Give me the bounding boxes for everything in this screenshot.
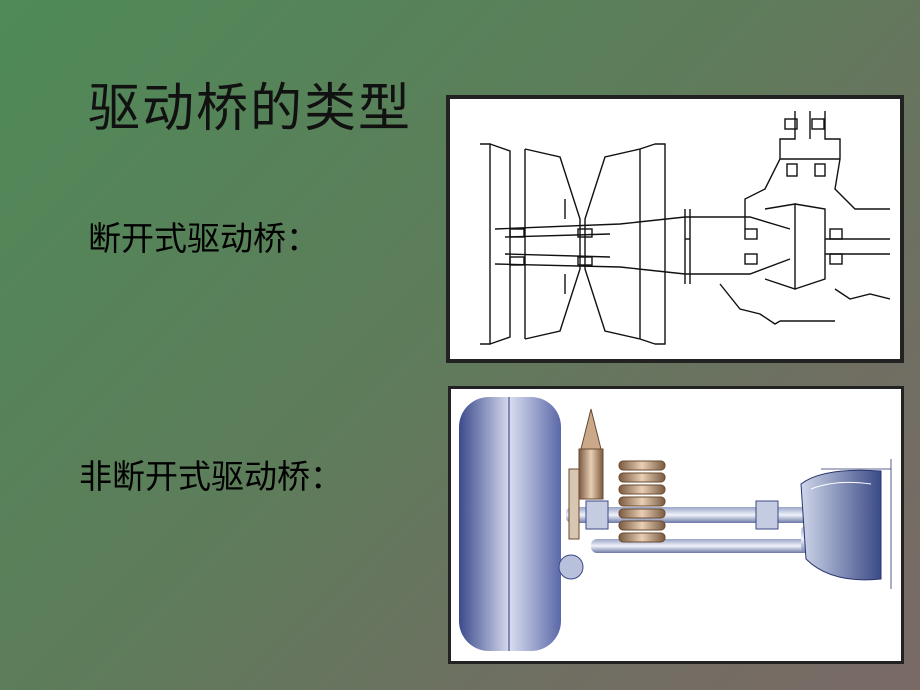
- label-non-independent-drive-axle: 非断开式驱动桥：: [79, 457, 343, 496]
- slide-title: 驱动桥的类型: [88, 79, 413, 139]
- label-independent-drive-axle: 断开式驱动桥：: [88, 219, 319, 258]
- independent-axle-diagram: [446, 95, 904, 363]
- axle-rendering: [459, 397, 892, 651]
- axle-line-drawing: [480, 111, 891, 345]
- non-independent-axle-illustration: [448, 386, 904, 664]
